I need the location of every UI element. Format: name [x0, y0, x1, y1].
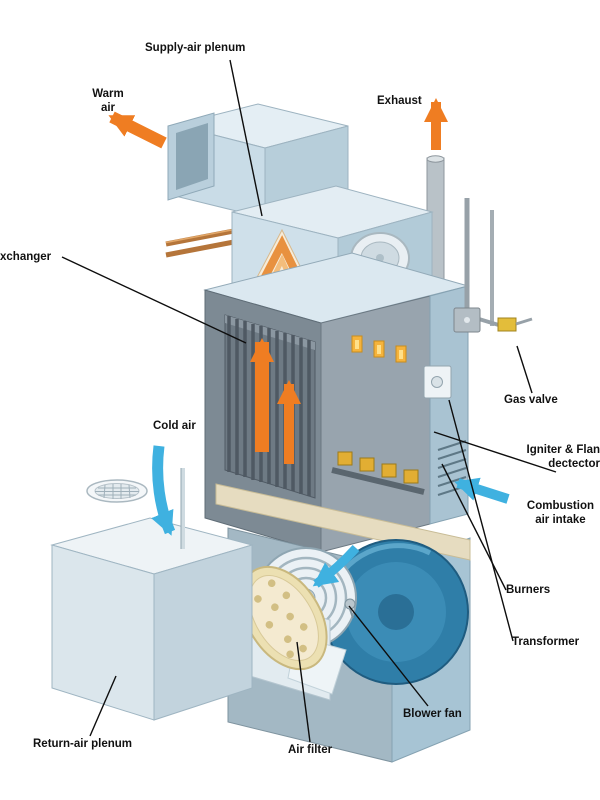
- label-burners: Burners: [506, 584, 551, 596]
- label-warm-air: Warm air: [92, 88, 124, 114]
- cold-air-arrow: [151, 445, 176, 536]
- burner: [403, 469, 419, 484]
- louver-vents: [437, 440, 467, 496]
- leader-air-filter: [296, 641, 311, 743]
- blower-scroll-housing: [323, 539, 469, 685]
- leader-transformer: [448, 399, 514, 642]
- label-cold-air: Cold air: [153, 420, 196, 432]
- transformer-component: [423, 365, 452, 399]
- label-heat-exchanger: xchanger: [0, 251, 52, 263]
- label-gas-valve: Gas valve: [504, 394, 558, 406]
- return-air-plenum-box: [50, 517, 254, 721]
- label-supply-air-plenum: Supply-air plenum: [145, 42, 246, 54]
- leader-igniter: [433, 431, 557, 473]
- gas-piping: [453, 198, 533, 333]
- duct-opening-inner: [176, 123, 208, 190]
- label-exhaust: Exhaust: [377, 95, 422, 107]
- label-transformer: Transformer: [512, 636, 580, 648]
- air-filter-media: [240, 565, 328, 671]
- grille-grid: [95, 484, 139, 499]
- label-return-air-plenum: Return-air plenum: [33, 738, 133, 750]
- leader-supply-air-plenum: [229, 59, 263, 217]
- leader-lines: [61, 59, 557, 743]
- gas-manifold: [331, 467, 425, 495]
- leader-gas-valve: [516, 345, 533, 394]
- burner: [359, 457, 375, 472]
- leader-heat-exchanger: [61, 256, 247, 344]
- leader-burners: [441, 463, 507, 591]
- ceiling-grille: [86, 468, 185, 549]
- filter-texture: [254, 579, 308, 659]
- heat-exchanger-block: [224, 314, 316, 499]
- combustion-intake-arrow: [454, 477, 510, 504]
- label-air-filter: Air filter: [288, 744, 333, 756]
- airflow-arrows: [108, 98, 510, 588]
- burner-assembly: [331, 335, 425, 495]
- supply-duct-elbow: [167, 103, 349, 219]
- leader-return-air-plenum: [89, 675, 117, 737]
- burner: [381, 463, 397, 478]
- blower-fan-arrow: [312, 544, 360, 588]
- leader-blower-fan: [348, 605, 429, 707]
- gas-valve-body: [497, 317, 517, 332]
- label-blower-fan: Blower fan: [403, 708, 462, 720]
- warm-air-arrow: [108, 111, 167, 149]
- label-igniter-flame-detector: Igniter & Flan dectector: [526, 444, 600, 470]
- burner: [337, 451, 353, 466]
- label-combustion-air-intake: Combustion air intake: [526, 500, 594, 526]
